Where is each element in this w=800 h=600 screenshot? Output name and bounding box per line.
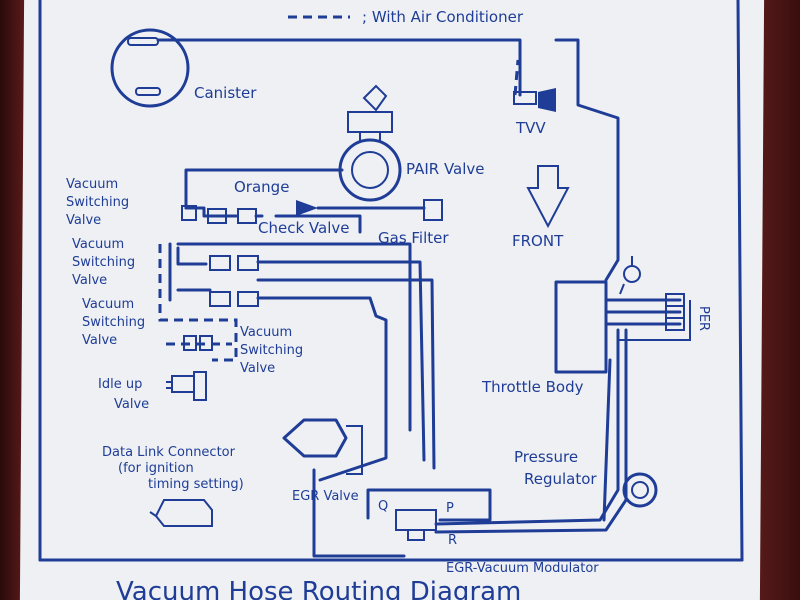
egr-modulator-label: EGR-Vacuum Modulator xyxy=(446,561,599,576)
canister xyxy=(110,28,190,108)
ac-dash-2 xyxy=(158,244,238,362)
vacuum-gauge-icon xyxy=(619,256,641,295)
egr-to-modulator-hose xyxy=(312,468,406,558)
egr-hose-3 xyxy=(256,278,436,470)
per-label: PER xyxy=(696,306,711,331)
canister-hose xyxy=(156,38,522,97)
vsv4-icon xyxy=(183,335,213,351)
modulator-hose-q xyxy=(366,488,492,522)
idle-up-label: Idle up Valve xyxy=(98,377,149,412)
port-r-label: R xyxy=(448,533,457,548)
data-link-connector-icon xyxy=(149,499,213,527)
vsv-manifold xyxy=(168,242,212,302)
orange-label: Orange xyxy=(234,178,289,196)
modulator-hose-p xyxy=(434,328,620,526)
border-right xyxy=(736,0,744,562)
idle-up-valve xyxy=(166,371,207,401)
pair-valve-label: PAIR Valve xyxy=(406,160,485,178)
throttle-body-label: Throttle Body xyxy=(481,378,584,396)
modulator-hose-r xyxy=(434,328,628,534)
pressure-regulator-label: Pressure Regulator xyxy=(514,448,597,488)
legend-text: ; With Air Conditioner xyxy=(362,8,524,26)
pair-hose xyxy=(184,168,344,210)
vsv4-label: Vacuum Switching Valve xyxy=(240,325,307,376)
vsv1-label: Vacuum Switching Valve xyxy=(66,177,133,228)
pressure-regulator-icon xyxy=(602,358,658,522)
egr-valve-label: EGR Valve xyxy=(292,489,359,504)
ac-dash-1 xyxy=(513,59,520,96)
data-link-label: Data Link Connector (for ignition timing… xyxy=(102,445,244,492)
check-valve-label: Check Valve xyxy=(258,219,349,237)
check-valve-icons xyxy=(181,200,318,224)
front-label: FRONT xyxy=(512,232,564,250)
canister-label: Canister xyxy=(194,84,257,102)
vsv-blocks xyxy=(209,255,259,307)
tvv-to-throttle-hose xyxy=(554,38,620,282)
gas-filter-icon xyxy=(423,199,443,221)
egr-valve xyxy=(282,418,363,475)
tvv xyxy=(513,88,556,112)
egr-hose-4 xyxy=(256,296,388,482)
vsv2-label: Vacuum Switching Valve xyxy=(72,237,139,288)
egr-hose-1 xyxy=(176,242,412,432)
tvv-label: TVV xyxy=(515,119,546,137)
port-p-label: P xyxy=(446,501,454,516)
diagram-title: Vacuum Hose Routing Diagram xyxy=(116,577,521,600)
vsv3-label: Vacuum Switching Valve xyxy=(82,297,149,348)
egr-hose-2 xyxy=(256,260,426,462)
throttle-body xyxy=(554,280,691,374)
pair-valve xyxy=(338,84,402,202)
egr-modulator xyxy=(395,509,437,541)
port-q-label: Q xyxy=(378,499,388,514)
front-arrow-icon xyxy=(526,165,570,229)
